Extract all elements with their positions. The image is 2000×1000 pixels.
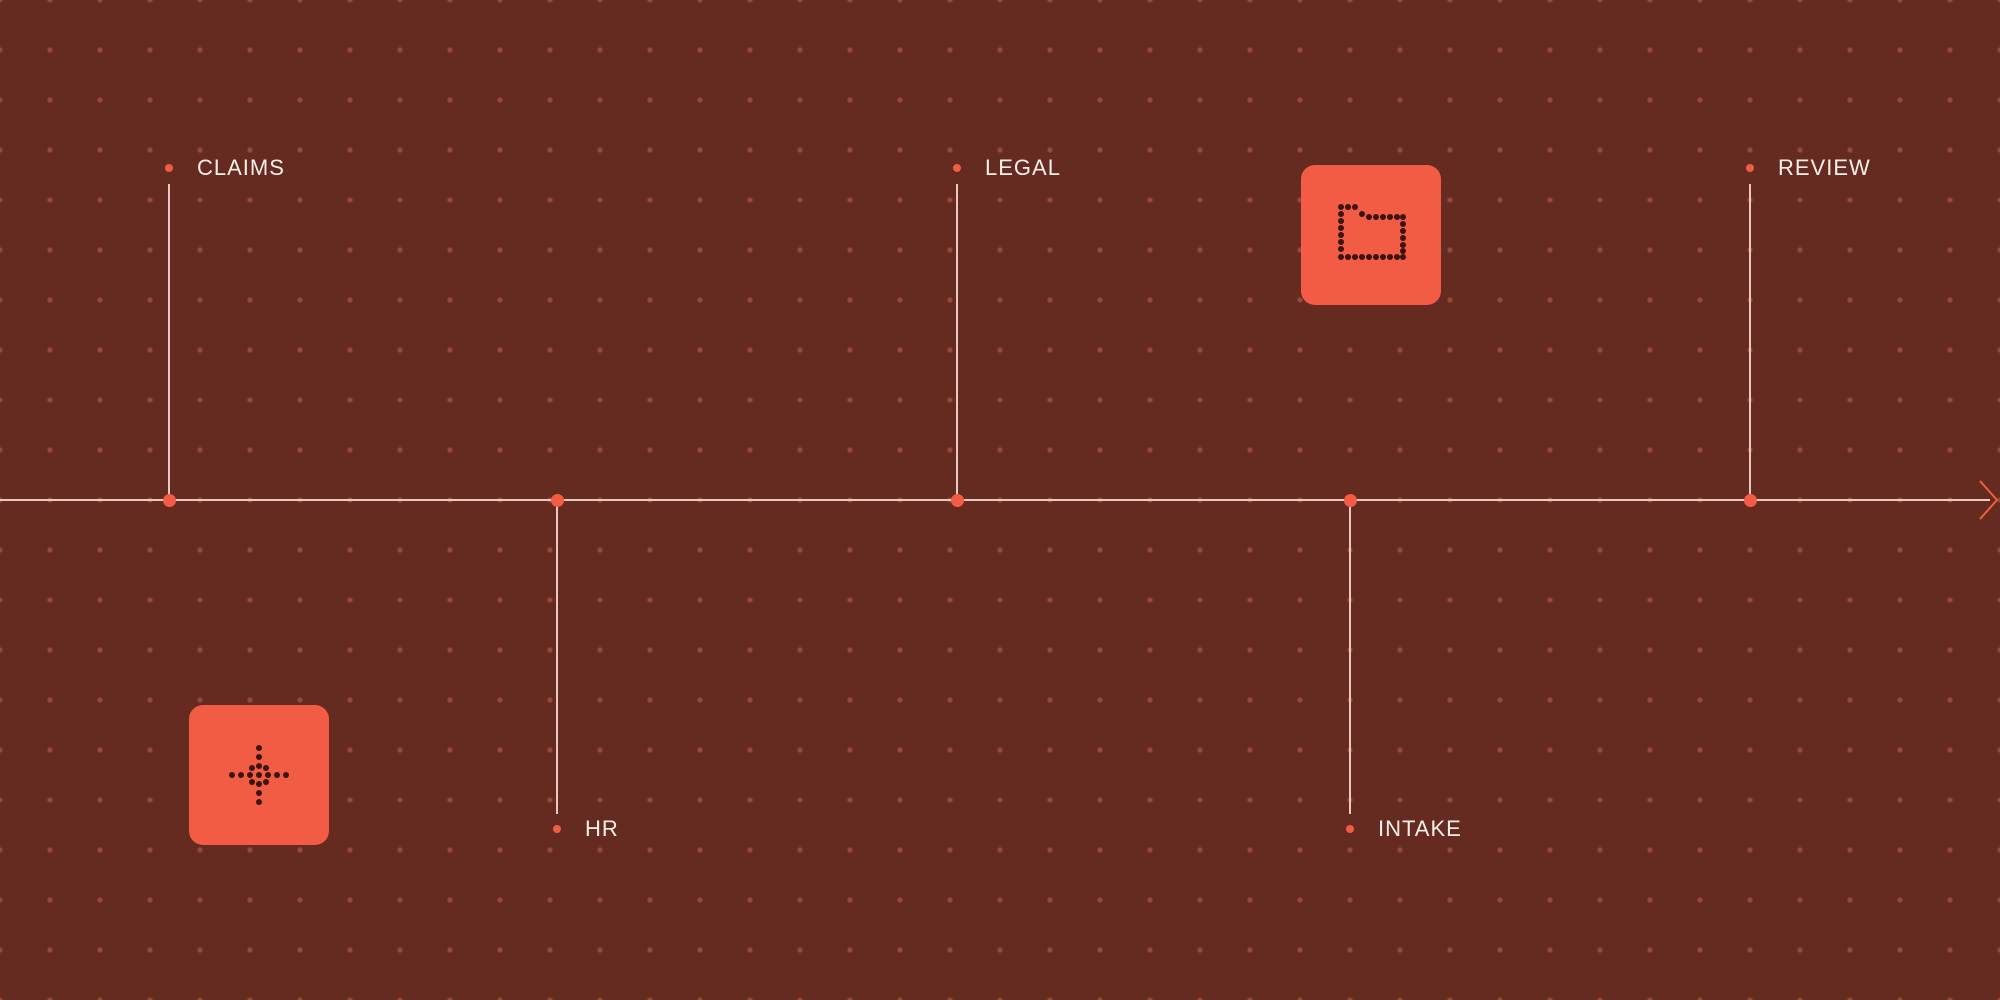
milestone-label-claims: CLAIMS	[197, 155, 285, 180]
milestone-stem-legal	[956, 184, 958, 500]
milestone-node-claims	[163, 494, 176, 507]
milestone-bullet-review	[1746, 164, 1754, 172]
milestone-stem-claims	[168, 184, 170, 500]
milestone-bullet-legal	[953, 164, 961, 172]
timeline-axis	[0, 499, 1990, 501]
milestone-stem-review	[1749, 184, 1751, 500]
milestone-bullet-intake	[1346, 825, 1354, 833]
milestone-bullet-hr	[553, 825, 561, 833]
folder-tile	[1301, 165, 1441, 305]
milestone-node-legal	[951, 494, 964, 507]
milestone-label-intake: INTAKE	[1378, 816, 1462, 841]
milestone-stem-intake	[1349, 500, 1351, 814]
milestone-stem-hr	[556, 500, 558, 814]
plus-tile	[189, 705, 329, 845]
milestone-label-legal: LEGAL	[985, 155, 1061, 180]
milestone-bullet-claims	[165, 164, 173, 172]
milestone-node-intake	[1344, 494, 1357, 507]
dotted-folder-icon	[1338, 204, 1406, 260]
milestone-node-review	[1744, 494, 1757, 507]
milestone-label-review: REVIEW	[1778, 155, 1871, 180]
milestone-node-hr	[551, 494, 564, 507]
milestone-label-hr: HR	[585, 816, 619, 841]
arrow-right-icon	[1979, 480, 1999, 520]
dotted-plus-icon	[229, 745, 289, 805]
